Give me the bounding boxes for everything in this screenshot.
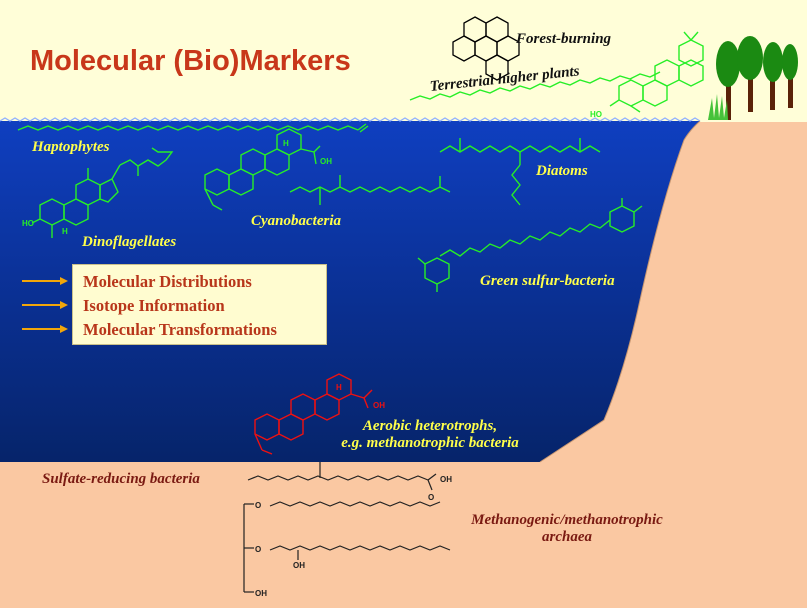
arrow-icon (22, 325, 68, 333)
label-oh-acid: OH (440, 475, 452, 484)
arrow-icon (22, 277, 68, 285)
green-structures (17, 31, 704, 292)
label-h-hopanoid: H (283, 139, 289, 148)
label-haptophytes: Haptophytes (32, 139, 110, 155)
label-h-red: H (336, 383, 342, 392)
lipid-structures (243, 462, 451, 593)
label-aerobic-line1: Aerobic heterotrophs, (362, 418, 498, 434)
red-structures (254, 373, 373, 455)
label-sulfate-reducing: Sulfate-reducing bacteria (42, 471, 200, 487)
trees (708, 36, 798, 120)
info-item-transformations: Molecular Transformations (83, 320, 277, 339)
label-o-archaea-2: O (255, 545, 261, 554)
water-surface (0, 117, 701, 122)
label-o-archaea-1: O (255, 501, 261, 510)
label-aerobic-line2: e.g. methanotrophic bacteria (341, 435, 519, 451)
label-ho-terrestrial: HO (590, 110, 602, 119)
label-methanogenic-archaea: Methanogenic/methanotrophic archaea (448, 512, 686, 546)
water-body (0, 121, 700, 462)
label-methanogenic-line1: Methanogenic/methanotrophic (471, 512, 663, 528)
label-methanogenic-line2: archaea (542, 529, 592, 545)
info-item-isotope: Isotope Information (83, 296, 225, 315)
arrow-icon (22, 301, 68, 309)
label-o-acid: O (428, 493, 434, 502)
label-oh-red: OH (373, 401, 385, 410)
info-item-distributions: Molecular Distributions (83, 272, 252, 291)
label-h-sterol: H (62, 227, 68, 236)
label-dinoflagellates: Dinoflagellates (82, 234, 177, 250)
label-ho-left: HO (22, 219, 34, 228)
sky-background (0, 0, 807, 122)
label-diatoms: Diatoms (536, 163, 588, 179)
slide-title: Molecular (Bio)Markers (30, 45, 351, 77)
label-cyanobacteria: Cyanobacteria (251, 213, 341, 229)
label-oh-hopanoid: OH (320, 157, 332, 166)
info-box: Molecular Distributions Isotope Informat… (72, 264, 327, 345)
label-oh-archaea: OH (293, 561, 305, 570)
pah-structure (452, 16, 520, 81)
label-green-sulfur-bacteria: Green sulfur-bacteria (480, 273, 615, 289)
label-oh-bottom: OH (255, 589, 267, 598)
label-aerobic-heterotrophs: Aerobic heterotrophs, e.g. methanotrophi… (320, 418, 540, 452)
label-forest-burning: Forest-burning (516, 31, 612, 47)
shoreline (539, 120, 701, 463)
